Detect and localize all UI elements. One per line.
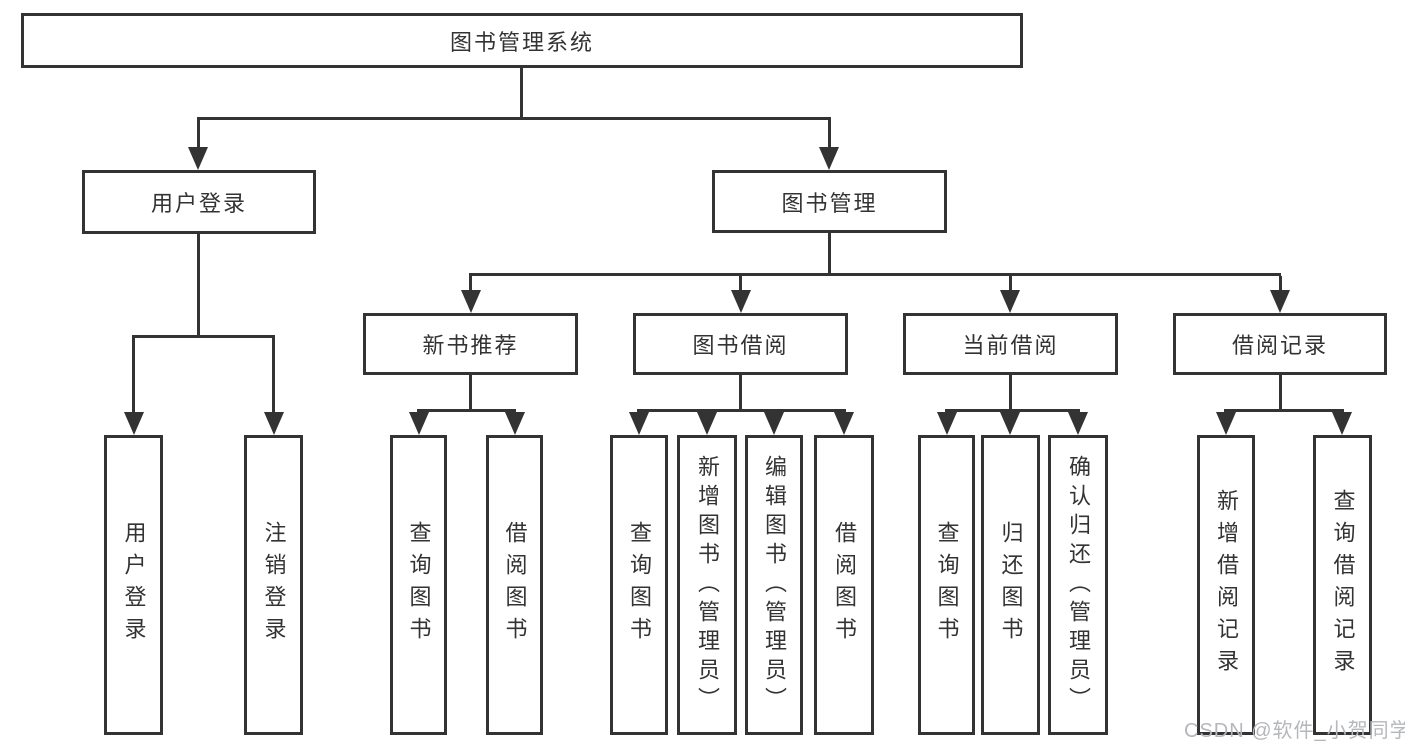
- leaf-query-books-current: 查询图书: [918, 435, 975, 735]
- arrow-down-icon: [1000, 412, 1020, 435]
- connector-line: [520, 68, 523, 117]
- arrow-down-icon: [505, 412, 525, 435]
- node-user-login: 用户登录: [82, 170, 316, 234]
- node-label: 借阅图书: [502, 521, 528, 649]
- arrow-down-icon: [1068, 412, 1088, 435]
- connector-line: [945, 409, 1080, 412]
- node-book-management: 图书管理: [712, 170, 947, 233]
- arrow-down-icon: [629, 412, 649, 435]
- arrow-down-icon: [764, 412, 784, 435]
- connector-line: [828, 233, 831, 273]
- node-new-book-recommend: 新书推荐: [363, 313, 578, 375]
- connector-line: [197, 117, 200, 150]
- arrow-down-icon: [264, 412, 284, 435]
- connector-line: [469, 273, 1281, 276]
- connector-line: [1009, 276, 1012, 292]
- connector-line: [1279, 375, 1282, 409]
- arrow-down-icon: [409, 412, 429, 435]
- node-label: 新增图书（管理员）: [695, 454, 720, 716]
- leaf-borrow-books-recommend: 借阅图书: [486, 435, 543, 735]
- node-book-borrow: 图书借阅: [633, 313, 848, 375]
- arrow-down-icon: [697, 412, 717, 435]
- leaf-borrow-books-borrow: 借阅图书: [814, 435, 874, 735]
- arrow-down-icon: [124, 412, 144, 435]
- arrow-down-icon: [1216, 412, 1236, 435]
- leaf-user-login: 用户登录: [104, 435, 163, 735]
- connector-line: [1279, 276, 1282, 292]
- node-label: 查询图书: [934, 521, 960, 649]
- node-label: 图书借阅: [692, 333, 789, 358]
- arrow-down-icon: [1000, 290, 1020, 313]
- connector-line: [469, 276, 472, 292]
- node-root: 图书管理系统: [21, 13, 1023, 68]
- node-borrow-records: 借阅记录: [1173, 313, 1387, 375]
- connector-line: [132, 338, 135, 414]
- node-label: 查询图书: [627, 521, 652, 649]
- arrow-down-icon: [1332, 412, 1352, 435]
- node-label: 借阅记录: [1231, 333, 1328, 358]
- connector-line: [637, 409, 846, 412]
- connector-line: [197, 117, 831, 120]
- leaf-query-borrow-record: 查询借阅记录: [1313, 435, 1372, 735]
- arrow-down-icon: [834, 412, 854, 435]
- leaf-edit-book-admin: 编辑图书（管理员）: [745, 435, 803, 735]
- arrow-down-icon: [937, 412, 957, 435]
- node-label: 新增借阅记录: [1214, 489, 1239, 681]
- node-label: 图书管理: [781, 190, 878, 216]
- node-current-borrow: 当前借阅: [903, 313, 1118, 375]
- connector-line: [1009, 375, 1012, 409]
- node-label: 图书管理系统: [449, 29, 594, 55]
- node-label: 归还图书: [998, 521, 1024, 649]
- node-label: 用户登录: [150, 191, 247, 216]
- watermark: CSDN @软件_小贺同学: [1184, 720, 1405, 742]
- node-label: 查询图书: [406, 521, 432, 649]
- leaf-query-books-borrow: 查询图书: [610, 435, 668, 735]
- connector-line: [417, 409, 516, 412]
- connector-line: [1224, 409, 1344, 412]
- node-label: 当前借阅: [962, 333, 1059, 358]
- leaf-logout: 注销登录: [244, 435, 303, 735]
- node-label: 借阅图书: [832, 521, 857, 649]
- node-label: 编辑图书（管理员）: [762, 454, 787, 716]
- connector-line: [197, 234, 200, 335]
- connector-line: [828, 117, 831, 150]
- arrow-down-icon: [188, 147, 208, 170]
- connector-line: [739, 276, 742, 292]
- leaf-query-books-recommend: 查询图书: [390, 435, 447, 735]
- leaf-add-book-admin: 新增图书（管理员）: [677, 435, 737, 735]
- connector-line: [469, 375, 472, 409]
- leaf-return-books: 归还图书: [981, 435, 1040, 735]
- leaf-confirm-return-admin: 确认归还（管理员）: [1048, 435, 1108, 735]
- leaf-add-borrow-record: 新增借阅记录: [1197, 435, 1255, 735]
- node-label: 新书推荐: [422, 333, 519, 358]
- connector-line: [272, 338, 275, 414]
- node-label: 注销登录: [261, 521, 287, 649]
- node-label: 确认归还（管理员）: [1066, 454, 1091, 716]
- arrow-down-icon: [819, 147, 839, 170]
- connector-line: [132, 335, 275, 338]
- connector-line: [739, 375, 742, 409]
- arrow-down-icon: [461, 290, 481, 313]
- node-label: 查询借阅记录: [1330, 489, 1356, 681]
- arrow-down-icon: [1270, 290, 1290, 313]
- arrow-down-icon: [731, 290, 751, 313]
- node-label: 用户登录: [121, 521, 147, 649]
